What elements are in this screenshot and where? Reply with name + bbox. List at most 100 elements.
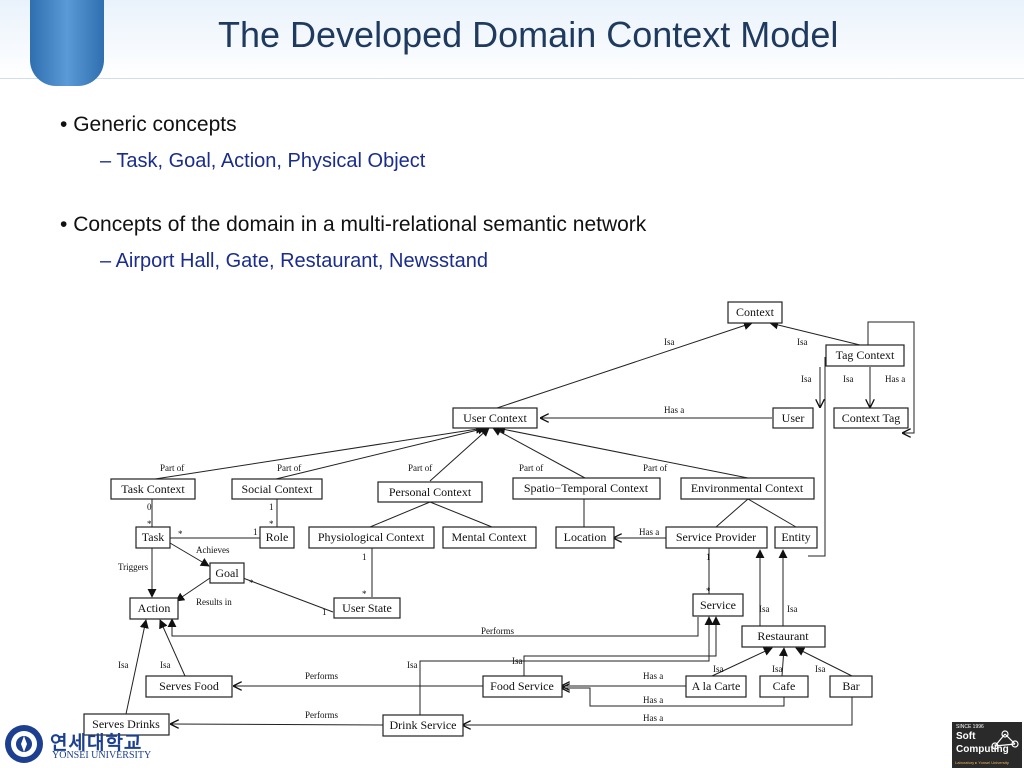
node-serves-food: Serves Food (145, 675, 233, 698)
multiplicity-label: 0 (147, 502, 152, 512)
node-social-context: Social Context (231, 478, 323, 500)
bullet-1-sub: Task, Goal, Action, Physical Object (100, 146, 960, 176)
node-cafe: Cafe (759, 675, 809, 698)
edge-label: Part of (519, 463, 543, 473)
node-label: Action (138, 601, 171, 615)
node-personal-context: Personal Context (377, 481, 483, 503)
lab-name-soft: Soft (956, 731, 976, 742)
network-graph-icon (991, 730, 1019, 750)
node-label: Goal (215, 566, 239, 580)
node-action: Action (129, 597, 179, 620)
edge-label: Isa (787, 604, 798, 614)
multiplicity-label: * (269, 519, 274, 529)
edge-label: Isa (160, 660, 171, 670)
multiplicity-label: * (362, 589, 367, 599)
edge-label: Has a (885, 374, 905, 384)
node-label: User State (342, 601, 392, 615)
lab-since: SINCE 1996 (956, 724, 984, 730)
edge-label: Triggers (118, 562, 149, 572)
edge-label: Has a (643, 713, 663, 723)
node-label: Serves Food (159, 679, 219, 693)
university-name-korean: 연세대학교 (50, 733, 143, 754)
node-label: Spatio−Temporal Context (524, 481, 649, 495)
university-name-english: YONSEI UNIVERSITY (52, 750, 152, 761)
node-restaurant: Restaurant (741, 625, 826, 648)
node-label: A la Carte (692, 679, 741, 693)
node-task: Task (135, 526, 171, 549)
node-label: Entity (781, 530, 810, 544)
node-context-tag: Context Tag (833, 407, 909, 429)
edge-label: Part of (643, 463, 667, 473)
edge-label: Isa (759, 604, 770, 614)
multiplicity-label: 1 (706, 552, 711, 562)
edge-label: Performs (305, 671, 338, 681)
node-serves-drinks: Serves Drinks (83, 713, 170, 736)
node-mental-context: Mental Context (442, 526, 537, 549)
node-entity: Entity (774, 526, 818, 549)
bullet-2: Concepts of the domain in a multi-relati… (60, 210, 960, 240)
edge-label: Part of (160, 463, 184, 473)
edge-label: Isa (797, 337, 808, 347)
node-label: Social Context (242, 482, 314, 496)
title-band (0, 0, 1024, 79)
edge-label: Isa (512, 656, 523, 666)
node-goal: Goal (209, 562, 245, 584)
edge-label: Isa (815, 664, 826, 674)
node-label: Task Context (121, 482, 185, 496)
multiplicity-label: * (706, 586, 711, 596)
bullet-2-sub: Airport Hall, Gate, Restaurant, Newsstan… (100, 246, 960, 276)
node-label: Service (700, 598, 736, 612)
node-bar: Bar (829, 675, 873, 698)
edge-label: Isa (664, 337, 675, 347)
node-label: Bar (842, 679, 859, 693)
node-spatio-temporal-context: Spatio−Temporal Context (512, 477, 661, 500)
title-tab-decoration (30, 0, 104, 86)
edge-label: Has a (643, 671, 663, 681)
node-physiological-context: Physiological Context (308, 526, 435, 549)
node-label: Mental Context (452, 530, 528, 544)
node-label: Service Provider (676, 530, 756, 544)
slide-title: The Developed Domain Context Model (218, 14, 839, 55)
node-service-provider: Service Provider (665, 526, 768, 549)
node-food-service: Food Service (482, 675, 563, 698)
node-label: Task (142, 530, 165, 544)
multiplicity-label: * (147, 519, 152, 529)
edge-label: Results in (196, 597, 232, 607)
edge-label: Isa (801, 374, 812, 384)
node-label: Personal Context (389, 485, 472, 499)
node-label: Context Tag (842, 411, 901, 425)
node-environmental-context: Environmental Context (680, 477, 815, 500)
node-context: Context (727, 301, 783, 324)
node-label: Role (266, 530, 289, 544)
edge-label: Part of (408, 463, 432, 473)
multiplicity-label: * (178, 529, 183, 539)
multiplicity-label: * (249, 578, 254, 588)
node-user-context: User Context (452, 407, 538, 429)
node-drink-service: Drink Service (382, 714, 464, 737)
edge-label: Achieves (196, 545, 230, 555)
node-user-state: User State (333, 597, 401, 619)
node-a-la-carte: A la Carte (685, 675, 747, 698)
node-label: Context (736, 305, 775, 319)
edge-label: Has a (639, 527, 659, 537)
node-label: Cafe (773, 679, 796, 693)
diagram-edges (125, 320, 915, 725)
lab-subtitle: Laboratory ▸ Yonsei University (955, 760, 1009, 765)
node-label: Environmental Context (691, 481, 804, 495)
node-label: Restaurant (757, 629, 809, 643)
node-role: Role (259, 526, 295, 549)
node-user: User (772, 407, 814, 429)
node-service: Service (692, 593, 744, 617)
edge-label: Part of (277, 463, 301, 473)
edge-label: Isa (713, 664, 724, 674)
bullet-list: Generic concepts Task, Goal, Action, Phy… (60, 110, 960, 276)
node-label: Location (564, 530, 607, 544)
yonsei-seal-icon (5, 725, 43, 763)
edge-label: Has a (664, 405, 684, 415)
multiplicity-label: 1 (362, 552, 367, 562)
node-label: User (782, 411, 805, 425)
diagram-multiplicities: 0 * 1 * * 1 1 * * 1 1 * (147, 502, 711, 617)
node-label: Tag Context (836, 348, 895, 362)
node-label: Drink Service (390, 718, 457, 732)
